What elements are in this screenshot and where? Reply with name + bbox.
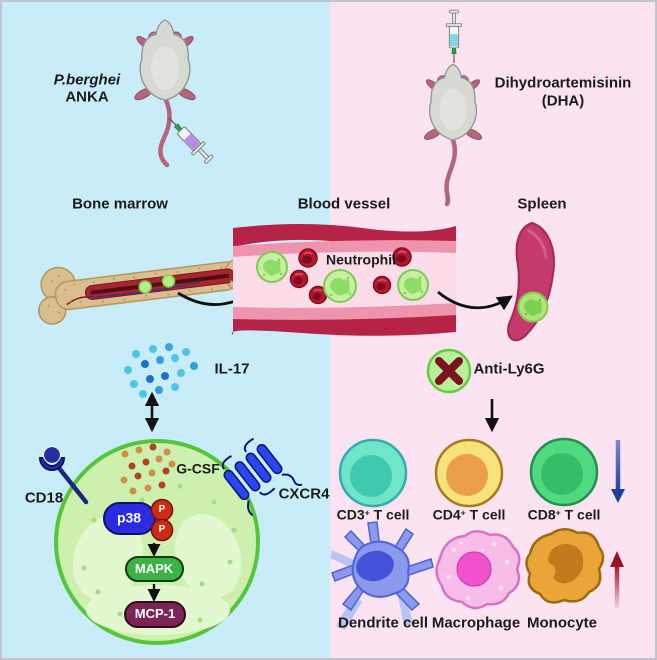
monocyte-cell [525,528,605,604]
neutrophil-icon [323,269,357,303]
increase-arrow-icon [610,551,624,608]
phospho-label: P [158,503,166,515]
mouse-tail [444,137,458,207]
neutrophil-cell-illustration [54,439,260,645]
phospho-badge [150,518,174,542]
syringe-tail-icon [168,117,214,164]
mouse-infected [134,19,196,168]
mcp1-pill [124,601,186,628]
p38-label: p38 [116,509,142,526]
cd8-t-cell [529,437,599,507]
rbc-icon [372,275,392,295]
dendritic-cell [330,521,434,630]
spleen-label: Spleen [517,195,567,213]
cd18-label: CD18 [24,489,64,507]
cd4-t-cell [434,438,504,508]
neutrophil-icon [256,251,288,283]
drug-label-line1: Dihydroartemisinin [494,74,632,92]
gcsf-granules [120,443,176,495]
anti-ly6g-icon [426,348,472,394]
mouse-tail [158,95,172,168]
anti-ly6g-label: Anti-Ly6G [473,360,545,378]
cytoplasm-dots [81,483,237,623]
macrophage-cell [435,530,521,610]
phospho-label: P [158,523,166,535]
drug-label-line2: (DHA) [541,92,585,110]
mapk-label: MAPK [134,560,174,576]
blood-vessel-illustration [231,224,456,336]
blood-vessel-label: Blood vessel [297,195,391,213]
mouse-treated [424,63,482,207]
flow-arrow-vessel-to-spleen [437,290,513,311]
cd4-t-cell-label: CD4+ T cell [432,506,506,523]
il17-dots [124,343,198,398]
dendrite-cell-label: Dendrite cell [337,614,429,632]
cd3-t-cell [338,438,408,508]
cxcr4-receptor-icon [221,437,303,517]
decrease-arrow-icon [611,440,625,503]
p38-pill [103,498,174,542]
cd18-receptor-icon [38,445,89,505]
bone-marrow-illustration [37,259,249,325]
il17-label: IL-17 [214,360,250,378]
bone-marrow-label: Bone marrow [72,195,168,213]
rbc-icon [392,247,412,267]
mapk-pill [125,556,184,582]
cd3-t-cell-label: CD3+ T cell [336,506,410,523]
rbc-icon [289,269,309,289]
cd8-t-cell-label: CD8+ T cell [527,506,601,523]
cxcr4-label: CXCR4 [278,485,330,503]
macrophage-label: Macrophage [431,614,521,632]
gcsf-label: G-CSF [176,460,220,477]
neutrophil-label: Neutrophil [326,251,396,268]
neutrophil-icon [397,269,429,301]
agent-label-line2: ANKA [65,88,109,106]
spleen-illustration [507,221,555,342]
agent-label-line1: P.berghei [53,71,121,89]
inhibition-x-icon [435,357,463,385]
mcp1-label: MCP-1 [134,605,176,621]
monocyte-label: Monocyte [526,614,598,632]
rbc-icon [298,248,318,268]
syringe-head-icon [446,9,462,63]
neutrophil-icon [517,291,549,323]
